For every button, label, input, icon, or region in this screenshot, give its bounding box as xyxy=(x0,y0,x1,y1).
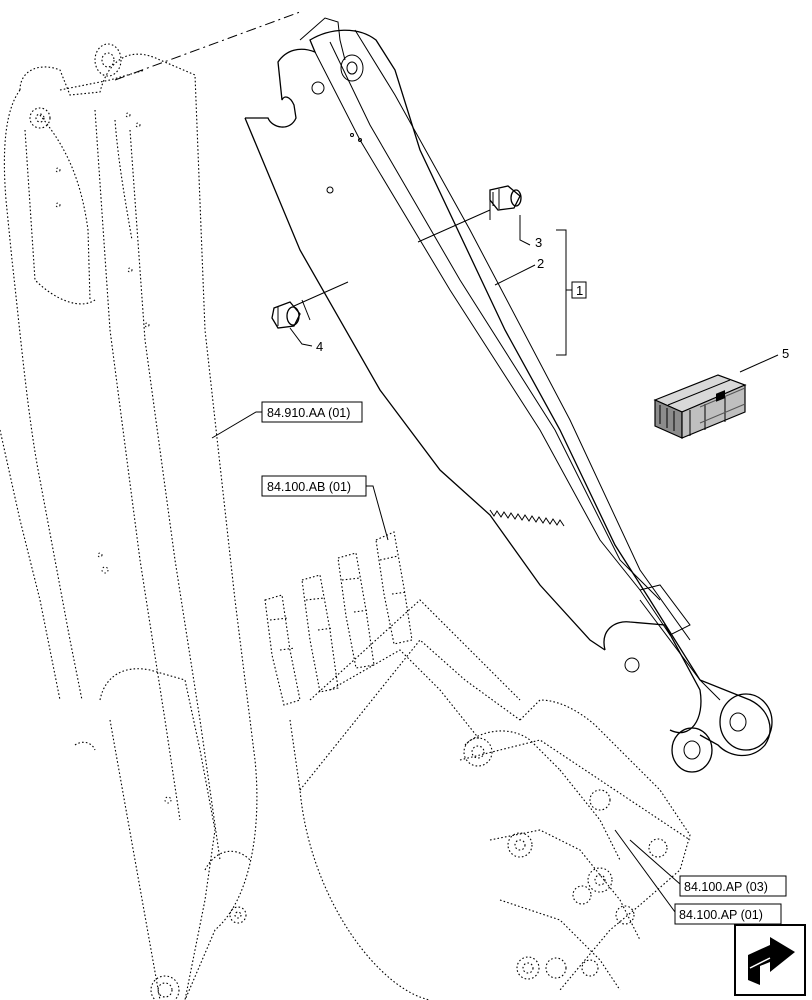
bucket xyxy=(264,531,691,1000)
ref-label-84-100-AP-01: 84.100.AP (01) xyxy=(679,908,763,922)
grease-fitting-3 xyxy=(489,185,522,211)
callout-leaders xyxy=(211,200,779,913)
arrow-navigation-icon[interactable] xyxy=(734,924,806,996)
ref-label-84-100-AB: 84.100.AB (01) xyxy=(267,480,351,494)
ref-84-100-AP-03[interactable]: 84.100.AP (03) xyxy=(679,875,787,897)
callout-3: 3 xyxy=(535,235,542,250)
callout-1-box: 1 xyxy=(571,281,587,299)
ref-84-100-AP-01[interactable]: 84.100.AP (01) xyxy=(674,903,782,925)
arm-dipper xyxy=(244,17,773,773)
callout-2: 2 xyxy=(537,256,544,271)
ref-84-910-AA[interactable]: 84.910.AA (01) xyxy=(261,401,363,423)
ref-label-84-100-AP-03: 84.100.AP (03) xyxy=(684,880,768,894)
callout-4: 4 xyxy=(316,339,323,354)
boom-outline xyxy=(0,11,301,1000)
ref-84-100-AB[interactable]: 84.100.AB (01) xyxy=(261,475,367,497)
parts-kit-box-icon xyxy=(653,374,747,439)
ref-label-84-910-AA: 84.910.AA (01) xyxy=(267,406,350,420)
grease-fitting-4 xyxy=(271,301,301,329)
callout-5: 5 xyxy=(782,346,789,361)
callout-1: 1 xyxy=(576,283,583,298)
